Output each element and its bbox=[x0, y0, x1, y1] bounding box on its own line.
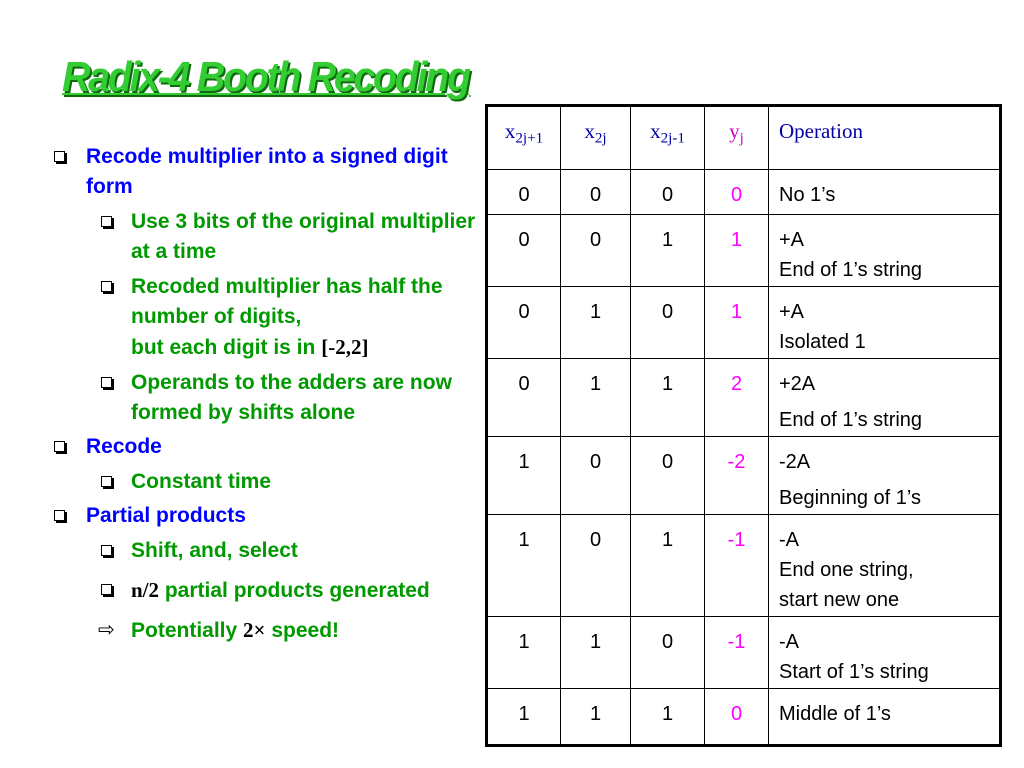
cell-x2j: 1 bbox=[560, 688, 631, 746]
n-over-2: n/2 bbox=[131, 578, 160, 602]
cell-x2jm1: 1 bbox=[630, 688, 705, 746]
bullet-text: Recode multiplier into a signed digit fo… bbox=[86, 145, 448, 198]
two-x: 2× bbox=[243, 618, 266, 642]
cell-x2j: 1 bbox=[560, 286, 631, 359]
bullet-use-3-bits: Use 3 bits of the original multiplier at… bbox=[46, 207, 476, 267]
cell-x2j: 1 bbox=[560, 358, 631, 437]
cell-x2j1: 1 bbox=[486, 514, 561, 617]
bullet-operands: Operands to the adders are now formed by… bbox=[46, 368, 476, 428]
header-x2j: x2j bbox=[560, 105, 631, 170]
bullet-text: Use 3 bits of the original multiplier at… bbox=[131, 210, 476, 263]
checkbox-bullet-icon bbox=[101, 545, 112, 556]
bullet-shift-select: Shift, and, select bbox=[46, 536, 476, 566]
digit-range: [-2,2] bbox=[321, 335, 369, 359]
cell-x2j: 0 bbox=[560, 514, 631, 617]
booth-recoding-table: x2j+1 x2j x2j-1 yj Operation 0 0 0 0 No … bbox=[485, 104, 1002, 747]
cell-yj: 0 bbox=[704, 688, 769, 746]
cell-x2j1: 0 bbox=[486, 286, 561, 359]
cell-x2j1: 0 bbox=[486, 169, 561, 215]
cell-x2j: 0 bbox=[560, 436, 631, 515]
checkbox-bullet-icon bbox=[101, 476, 112, 487]
bullet-recode: Recode bbox=[46, 432, 476, 462]
bullet-text: Constant time bbox=[131, 470, 272, 493]
bullet-text: Operands to the adders are now formed by… bbox=[131, 371, 452, 424]
cell-yj: 0 bbox=[704, 169, 769, 215]
cell-yj: -2 bbox=[704, 436, 769, 515]
header-x2j1: x2j+1 bbox=[486, 105, 561, 170]
checkbox-bullet-icon bbox=[54, 441, 65, 452]
cell-x2j: 0 bbox=[560, 169, 631, 215]
cell-operation: No 1’s bbox=[768, 169, 1001, 215]
cell-x2j: 1 bbox=[560, 616, 631, 689]
table-row: 1 1 1 0 Middle of 1’s bbox=[486, 688, 1001, 746]
cell-operation: Middle of 1’s bbox=[768, 688, 1001, 746]
checkbox-bullet-icon bbox=[101, 584, 112, 595]
checkbox-bullet-icon bbox=[101, 281, 112, 292]
cell-x2jm1: 0 bbox=[630, 436, 705, 515]
bullet-partial-products: Partial products bbox=[46, 501, 476, 531]
table-row: 0 0 0 0 No 1’s bbox=[486, 169, 1001, 215]
checkbox-bullet-icon bbox=[101, 377, 112, 388]
cell-x2j: 0 bbox=[560, 214, 631, 287]
bullet-text: Recode bbox=[86, 435, 162, 458]
checkbox-bullet-icon bbox=[54, 510, 65, 521]
checkbox-bullet-icon bbox=[54, 151, 65, 162]
checkbox-bullet-icon bbox=[101, 216, 112, 227]
bullet-list: Recode multiplier into a signed digit fo… bbox=[46, 138, 476, 646]
slide-title: Radix-4 Booth Recoding bbox=[62, 53, 471, 100]
cell-x2jm1: 1 bbox=[630, 358, 705, 437]
cell-x2j1: 1 bbox=[486, 688, 561, 746]
header-x2jm1: x2j-1 bbox=[630, 105, 705, 170]
bullet-text: but each digit is in bbox=[131, 336, 316, 359]
cell-x2j1: 1 bbox=[486, 616, 561, 689]
arrow-right-icon: ⇨ bbox=[98, 619, 115, 641]
bullet-half-digits: Recoded multiplier has half the number o… bbox=[46, 272, 476, 363]
bullet-recode-multiplier: Recode multiplier into a signed digit fo… bbox=[46, 142, 476, 202]
bullet-text: Potentially bbox=[131, 619, 238, 642]
table-header-row: x2j+1 x2j x2j-1 yj Operation bbox=[486, 105, 1001, 170]
header-yj: yj bbox=[704, 105, 769, 170]
cell-x2jm1: 0 bbox=[630, 286, 705, 359]
header-operation: Operation bbox=[768, 105, 1001, 170]
bullet-n-over-2: n/2 partial products generated bbox=[46, 575, 476, 606]
cell-yj: 1 bbox=[704, 214, 769, 287]
cell-x2jm1: 1 bbox=[630, 214, 705, 287]
cell-x2j1: 1 bbox=[486, 436, 561, 515]
bullet-text: partial products generated bbox=[164, 579, 430, 602]
cell-x2j1: 0 bbox=[486, 358, 561, 437]
cell-x2jm1: 0 bbox=[630, 169, 705, 215]
cell-yj: 1 bbox=[704, 286, 769, 359]
cell-x2jm1: 0 bbox=[630, 616, 705, 689]
bullet-text: Shift, and, select bbox=[131, 539, 298, 562]
bullet-text: Recoded multiplier has half the number o… bbox=[131, 275, 443, 328]
bullet-text: Partial products bbox=[86, 504, 246, 527]
cell-x2j1: 0 bbox=[486, 214, 561, 287]
cell-yj: -1 bbox=[704, 514, 769, 617]
bullet-text: speed! bbox=[271, 619, 340, 642]
bullet-potential-speed: ⇨ Potentially 2× speed! bbox=[46, 615, 476, 646]
cell-x2jm1: 1 bbox=[630, 514, 705, 617]
cell-yj: -1 bbox=[704, 616, 769, 689]
bullet-constant-time: Constant time bbox=[46, 467, 476, 497]
cell-yj: 2 bbox=[704, 358, 769, 437]
